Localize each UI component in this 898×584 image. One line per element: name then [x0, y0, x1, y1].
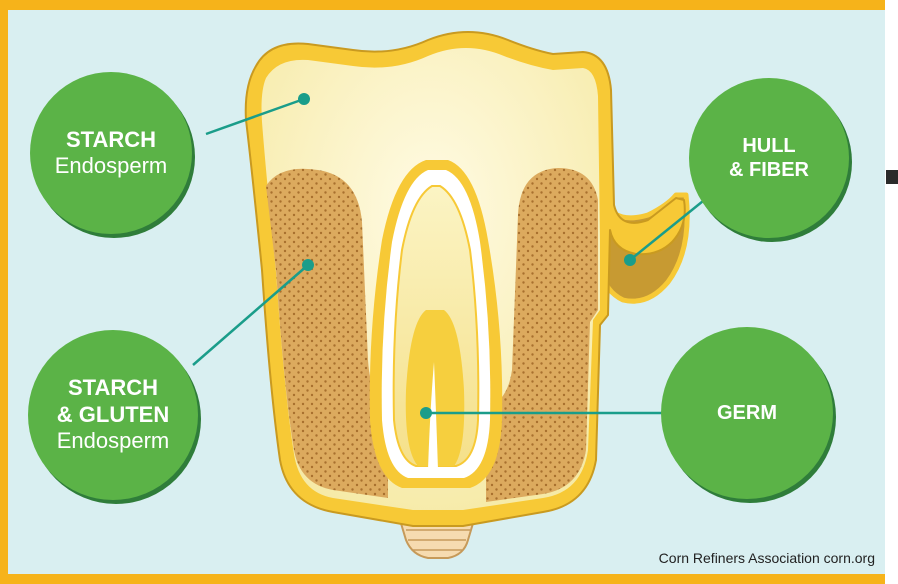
- germ-title: GERM: [717, 401, 777, 425]
- germ-label: GERM: [661, 327, 833, 499]
- edge-mark: [886, 170, 898, 184]
- starch-endosperm-label: STARCH Endosperm: [30, 72, 192, 234]
- starch-title: STARCH: [66, 127, 156, 153]
- diagram-panel: STARCH Endosperm STARCH & GLUTEN Endospe…: [8, 10, 885, 574]
- source-credit: Corn Refiners Association corn.org: [659, 550, 875, 566]
- hull-fiber-label: HULL & FIBER: [689, 78, 849, 238]
- starch-gluten-line1: STARCH: [68, 375, 158, 401]
- starch-subtitle: Endosperm: [55, 153, 168, 179]
- hull-line2: & FIBER: [729, 158, 809, 182]
- starch-gluten-endosperm-label: STARCH & GLUTEN Endosperm: [28, 330, 198, 500]
- starch-gluten-line2: & GLUTEN: [57, 402, 169, 428]
- hull-line1: HULL: [742, 134, 795, 158]
- starch-gluten-subtitle: Endosperm: [57, 428, 170, 454]
- right-edge-strip: [885, 0, 898, 584]
